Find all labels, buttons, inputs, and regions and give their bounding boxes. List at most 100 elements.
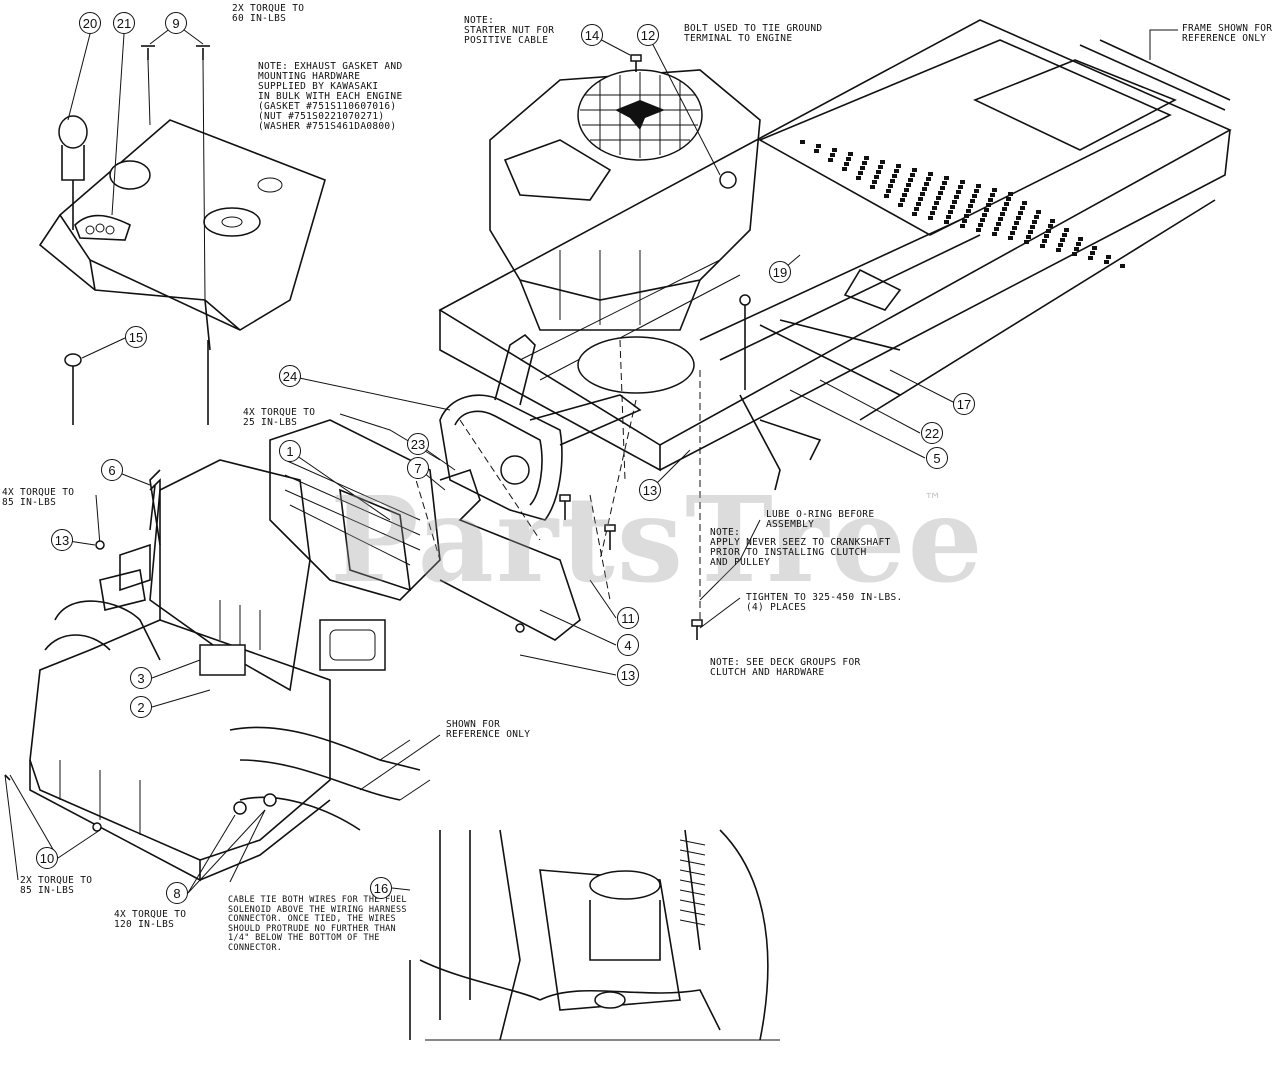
vent-hole [920, 192, 925, 196]
vent-hole [988, 198, 993, 202]
vent-hole [914, 207, 919, 211]
vent-hole [998, 217, 1003, 221]
note-bolt-ground: BOLT USED TO TIE GROUND TERMINAL TO ENGI… [684, 23, 823, 44]
note-tighten-325: TIGHTEN TO 325-450 IN-LBS. (4) PLACES [746, 592, 903, 613]
vent-hole [1048, 224, 1053, 228]
note-torque-2x-85: 2X TORQUE TO 85 IN-LBS [20, 875, 93, 896]
vent-hole [1030, 225, 1035, 229]
vent-hole [1120, 264, 1125, 268]
vent-hole [926, 177, 931, 181]
callout-13-lower: 13 [617, 664, 639, 686]
vent-hole [984, 208, 989, 212]
vent-hole [960, 224, 965, 228]
vent-hole [1014, 221, 1019, 225]
engine-drawing [489, 69, 761, 331]
vent-hole [974, 189, 979, 193]
vent-hole [954, 195, 959, 199]
vent-hole [910, 173, 915, 177]
callout-15: 15 [125, 326, 147, 348]
callout-11: 11 [617, 607, 639, 629]
inset-bottom-drawing [409, 829, 780, 1041]
callout-17: 17 [953, 393, 975, 415]
callout-20: 20 [79, 12, 101, 34]
vent-hole [896, 164, 901, 168]
callout-6: 6 [101, 459, 123, 481]
callout-23: 23 [407, 433, 429, 455]
callout-3: 3 [130, 667, 152, 689]
vent-hole [1044, 234, 1049, 238]
vent-hole [1026, 235, 1031, 239]
callout-13-center: 13 [639, 479, 661, 501]
note-shown-reference: SHOWN FOR REFERENCE ONLY [446, 719, 531, 740]
vent-hole [1058, 243, 1063, 247]
inset-top-left-drawing [38, 45, 326, 425]
vent-hole [886, 189, 891, 193]
vent-hole [1046, 229, 1051, 233]
vent-hole [928, 216, 933, 220]
vent-hole [992, 188, 997, 192]
vent-hole [1000, 212, 1005, 216]
vent-hole [962, 219, 967, 223]
vent-hole [996, 222, 1001, 226]
vent-hole [944, 176, 949, 180]
callout-16: 16 [370, 877, 392, 899]
vent-hole [842, 167, 847, 171]
vent-hole [870, 185, 875, 189]
vent-hole [1056, 248, 1061, 252]
vent-hole [1042, 239, 1047, 243]
vent-hole [830, 153, 835, 157]
vent-hole [986, 203, 991, 207]
vent-hole [814, 149, 819, 153]
vent-hole [928, 172, 933, 176]
vent-hole [912, 212, 917, 216]
vent-hole [982, 213, 987, 217]
hardware-bolts [92, 54, 703, 832]
vent-hole [900, 198, 905, 202]
callout-1: 1 [279, 440, 301, 462]
vent-hole [1028, 230, 1033, 234]
vent-hole [892, 174, 897, 178]
note-frame-reference: FRAME SHOWN FOR REFERENCE ONLY [1182, 23, 1273, 44]
chassis-lower-left-drawing [4, 543, 431, 882]
vent-hole [922, 187, 927, 191]
vent-hole [1018, 211, 1023, 215]
vent-hole [970, 199, 975, 203]
vent-hole [846, 157, 851, 161]
vent-hole [918, 197, 923, 201]
vent-hole [952, 200, 957, 204]
vent-hole [1106, 255, 1111, 259]
callout-2: 2 [130, 696, 152, 718]
note-never-seez: NOTE: APPLY NEVER SEEZ TO CRANKSHAFT PRI… [710, 527, 891, 568]
vent-hole [856, 176, 861, 180]
vent-hole [980, 218, 985, 222]
vent-hole [1006, 197, 1011, 201]
vent-hole [1076, 242, 1081, 246]
callout-5: 5 [926, 447, 948, 469]
vent-hole [1050, 219, 1055, 223]
vent-hole [1072, 252, 1077, 256]
vent-hole [994, 227, 999, 231]
vent-hole [904, 188, 909, 192]
vent-hole [1016, 216, 1021, 220]
callout-14: 14 [581, 24, 603, 46]
vent-hole [844, 162, 849, 166]
vent-hole [976, 184, 981, 188]
trademark-symbol: ™ [924, 490, 942, 511]
vent-hole [964, 214, 969, 218]
vent-hole [828, 158, 833, 162]
frame-drawing [438, 19, 1232, 491]
vent-hole [934, 201, 939, 205]
note-cable-tie: CABLE TIE BOTH WIRES FOR THE FUEL SOLENO… [228, 895, 407, 953]
vent-hole [946, 215, 951, 219]
vent-hole [898, 203, 903, 207]
vent-hole [936, 196, 941, 200]
callout-7: 7 [407, 457, 429, 479]
vent-hole [1002, 207, 1007, 211]
note-exhaust-gasket: NOTE: EXHAUST GASKET AND MOUNTING HARDWA… [258, 61, 403, 132]
vent-hole [874, 175, 879, 179]
vent-hole [990, 193, 995, 197]
note-lube-oring: LUBE O-RING BEFORE ASSEMBLY [766, 509, 875, 530]
heat-shield-drawing [149, 419, 581, 692]
vent-hole [908, 178, 913, 182]
